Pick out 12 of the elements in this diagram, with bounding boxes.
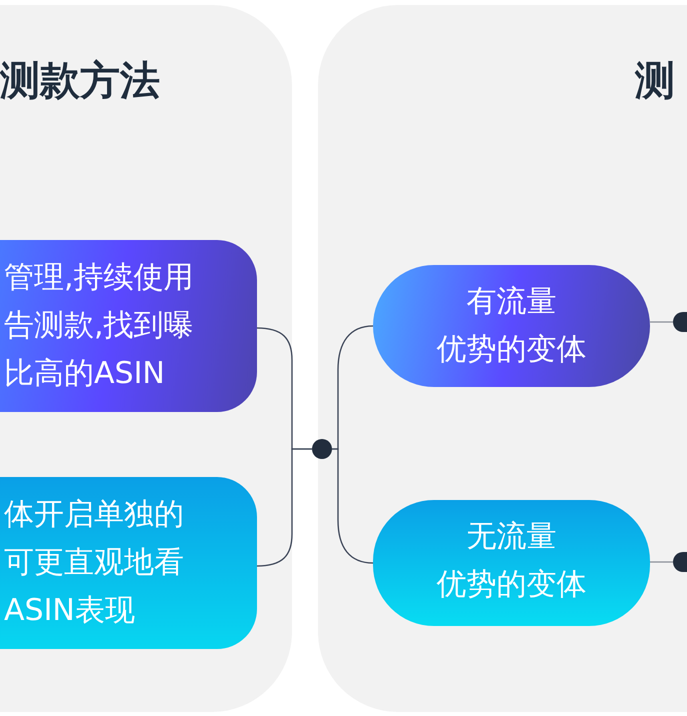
text-box: 体开启单独的可更直观地看ASIN表现 [0, 477, 257, 649]
connector-line [256, 448, 312, 567]
connector-line [332, 448, 374, 564]
connector-line [650, 321, 673, 323]
junction-dot [312, 439, 332, 459]
panel [0, 5, 292, 712]
connector-line [650, 561, 673, 563]
pill-box: 有流量优势的变体 [373, 265, 650, 387]
panel [318, 5, 687, 712]
panel-title: 测 [635, 57, 675, 106]
pill-box: 无流量优势的变体 [373, 500, 650, 626]
text-box: 管理,持续使用告测款,找到曝比高的ASIN [0, 240, 257, 412]
